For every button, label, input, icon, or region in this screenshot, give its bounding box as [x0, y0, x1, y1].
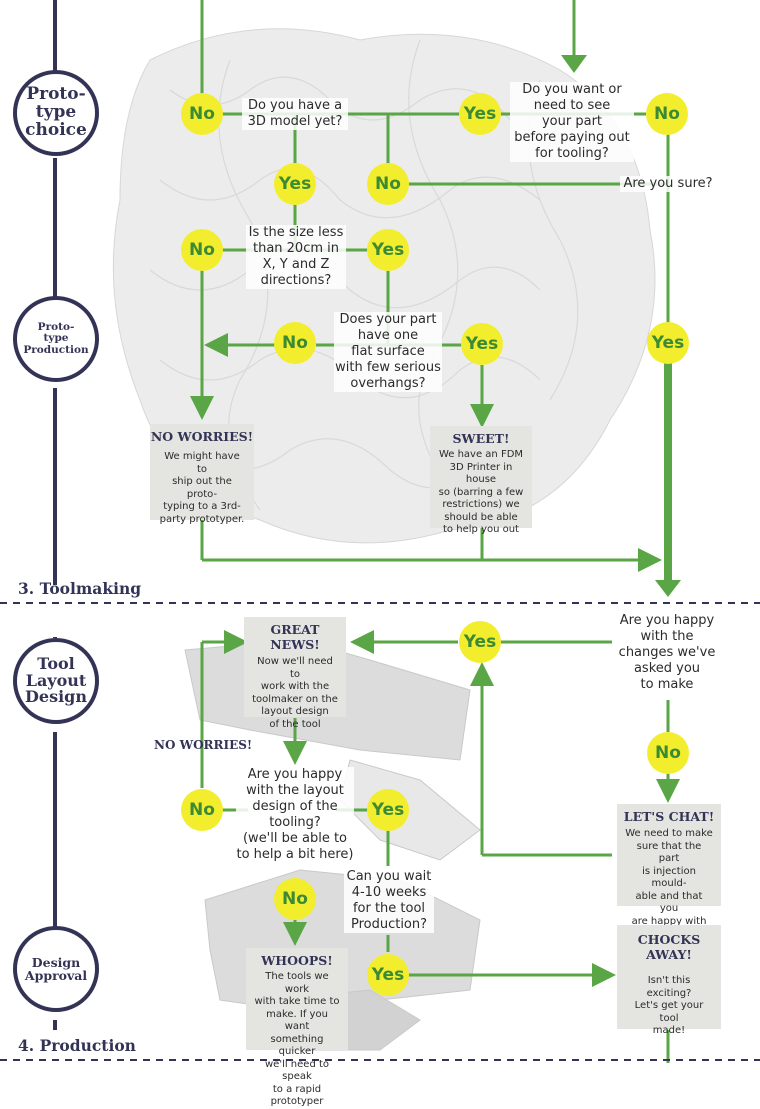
answer-no-are-you-sure: No — [367, 163, 409, 205]
answer-no-3d-model: No — [181, 93, 223, 135]
box-lets-chat: LET'S CHAT! We need to make sure that th… — [617, 804, 721, 939]
answer-yes-size: Yes — [367, 229, 409, 271]
label-no-worries: NO WORRIES! — [154, 738, 253, 752]
answer-yes-are-you-sure: Yes — [647, 322, 689, 364]
question-happy-layout: Are you happy with the layout design of … — [236, 767, 354, 863]
box-great-news-body: Now we'll need to work with the toolmake… — [252, 656, 338, 730]
question-happy-changes: Are you happy with the changes we've ask… — [612, 613, 722, 693]
answer-no-see-part: No — [646, 93, 688, 135]
answer-no-size: No — [181, 229, 223, 271]
box-no-worries-title: NO WORRIES! — [150, 429, 254, 444]
question-see-part: Do you want or need to see your part bef… — [510, 82, 634, 162]
box-whoops-title: WHOOPS! — [261, 953, 333, 968]
answer-yes-flat-surface: Yes — [461, 323, 503, 365]
box-great-news: GREAT NEWS! Now we'll need to work with … — [244, 617, 346, 730]
answer-yes-see-part: Yes — [459, 93, 501, 135]
answer-yes-wait-weeks: Yes — [367, 954, 409, 996]
phase-prototype-production: Proto- type Production — [13, 296, 99, 382]
box-no-worries-body: We might have to ship out the proto- typ… — [159, 451, 245, 525]
box-lets-chat-title: LET'S CHAT! — [623, 809, 715, 824]
box-great-news-title: GREAT NEWS! — [270, 622, 320, 652]
answer-no-happy-layout: No — [181, 789, 223, 831]
box-whoops-body: The tools we work with take time to make… — [254, 971, 340, 1107]
question-are-you-sure: Are you sure? — [620, 176, 716, 192]
section-dividers — [0, 602, 760, 1061]
question-flat-surface: Does your part have one flat surface wit… — [334, 312, 442, 392]
box-sweet-title: SWEET! — [452, 431, 510, 446]
answer-no-wait-weeks: No — [274, 878, 316, 920]
question-size-less: Is the size less than 20cm in X, Y and Z… — [246, 225, 346, 289]
box-lets-chat-body: We need to make sure that the part is in… — [625, 828, 713, 939]
answer-no-flat-surface: No — [274, 322, 316, 364]
box-chocks-away-body: Isn't this exciting? Let's get your tool… — [634, 975, 704, 1036]
section-production: 4. Production — [18, 1036, 136, 1055]
phase-design-approval: Design Approval — [13, 926, 99, 1012]
phase-prototype-choice: Proto- type choice — [13, 70, 99, 156]
box-sweet-body: We have an FDM 3D Printer in house so (b… — [438, 449, 524, 535]
question-wait-weeks: Can you wait 4-10 weeks for the tool Pro… — [344, 869, 434, 933]
box-sweet: SWEET! We have an FDM 3D Printer in hous… — [430, 426, 532, 535]
box-chocks-away-title: CHOCKS AWAY! — [637, 932, 701, 962]
phase-tool-layout-design: Tool Layout Design — [13, 638, 99, 724]
question-have-3d-model: Do you have a 3D model yet? — [242, 98, 348, 130]
answer-yes-happy-layout: Yes — [367, 789, 409, 831]
answer-yes-3d-model: Yes — [274, 163, 316, 205]
box-whoops: WHOOPS! The tools we work with take time… — [246, 948, 348, 1107]
answer-no-happy-changes: No — [647, 732, 689, 774]
box-chocks-away: CHOCKS AWAY! Isn't this exciting? Let's … — [617, 925, 721, 1036]
section-toolmaking: 3. Toolmaking — [18, 579, 142, 598]
box-no-worries: NO WORRIES! We might have to ship out th… — [150, 424, 254, 525]
answer-yes-happy-changes: Yes — [459, 621, 501, 663]
